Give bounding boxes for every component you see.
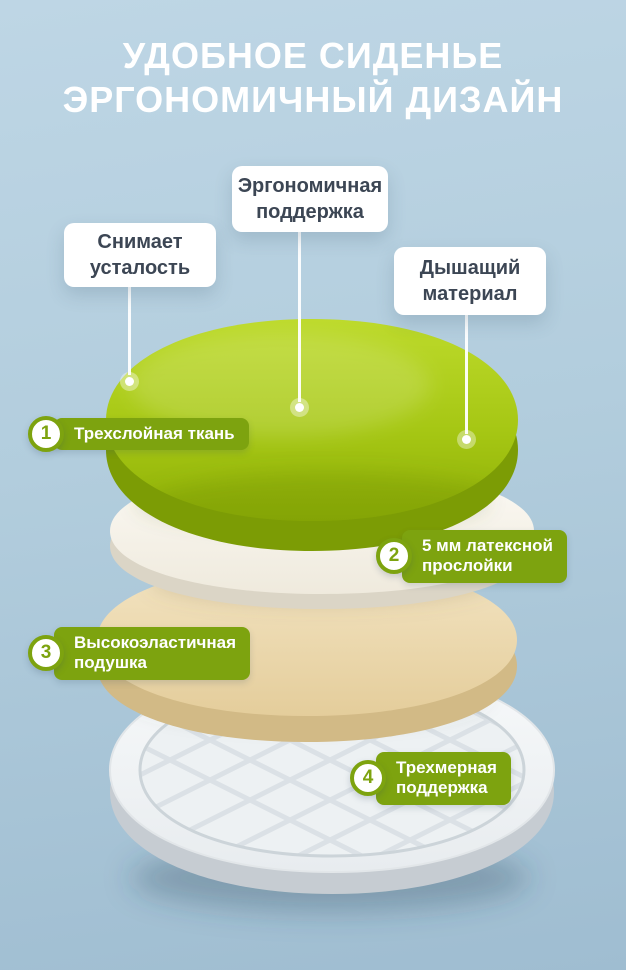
feature-label: Высокоэластичная подушка [54,627,251,680]
feature-label-line1: 5 мм латексной [422,536,553,555]
page-title: УДОБНОЕ СИДЕНЬЕ ЭРГОНОМИЧНЫЙ ДИЗАЙН [0,34,626,122]
feature-label-line2: подушка [74,653,148,673]
connector-line-breathable [465,315,468,434]
connector-dot-breathable [462,435,471,444]
feature-badge-1: 1 Трехслойная ткань [28,416,249,452]
feature-label: Трехслойная ткань [54,417,249,451]
feature-label-line2: поддержка [396,778,488,798]
connector-line-fatigue [128,287,131,375]
feature-number: 1 [28,416,64,452]
callout-text: Снимает [97,231,183,253]
callout-text: усталость [89,257,191,279]
callout-text: Эргономичная [237,175,383,197]
callout-text: Дышащий [419,257,521,279]
feature-badge-4: 4 Трехмерная поддержка [350,752,511,805]
callout-text: материал [422,283,518,305]
feature-label: Трехмерная поддержка [376,752,511,805]
feature-number: 2 [376,538,412,575]
feature-label: 5 мм латексной прослойки [402,530,567,583]
title-line2: ЭРГОНОМИЧНЫЙ ДИЗАЙН [62,78,564,120]
feature-label-line1: Трехслойная ткань [74,423,235,443]
connector-line-ergonomic [298,232,301,402]
feature-badge-3: 3 Высокоэластичная подушка [28,627,251,680]
connector-dot-fatigue [125,377,134,386]
feature-label-line2: прослойки [422,556,513,576]
feature-label-line1: Трехмерная [396,758,497,777]
callout-ergonomic-support: Эргономичная поддержка [232,166,388,232]
callout-breathable-material: Дышащий материал [394,247,546,315]
connector-dot-ergonomic [295,403,304,412]
title-line1: УДОБНОЕ СИДЕНЬЕ [122,35,504,76]
feature-badge-2: 2 5 мм латексной прослойки [376,530,567,583]
fabric-layer [106,319,518,551]
callout-text: поддержка [256,201,364,223]
feature-number: 4 [350,760,386,797]
feature-label-line1: Высокоэластичная [74,633,237,652]
feature-number: 3 [28,635,64,672]
callout-fatigue-relief: Снимает усталость [64,223,216,287]
